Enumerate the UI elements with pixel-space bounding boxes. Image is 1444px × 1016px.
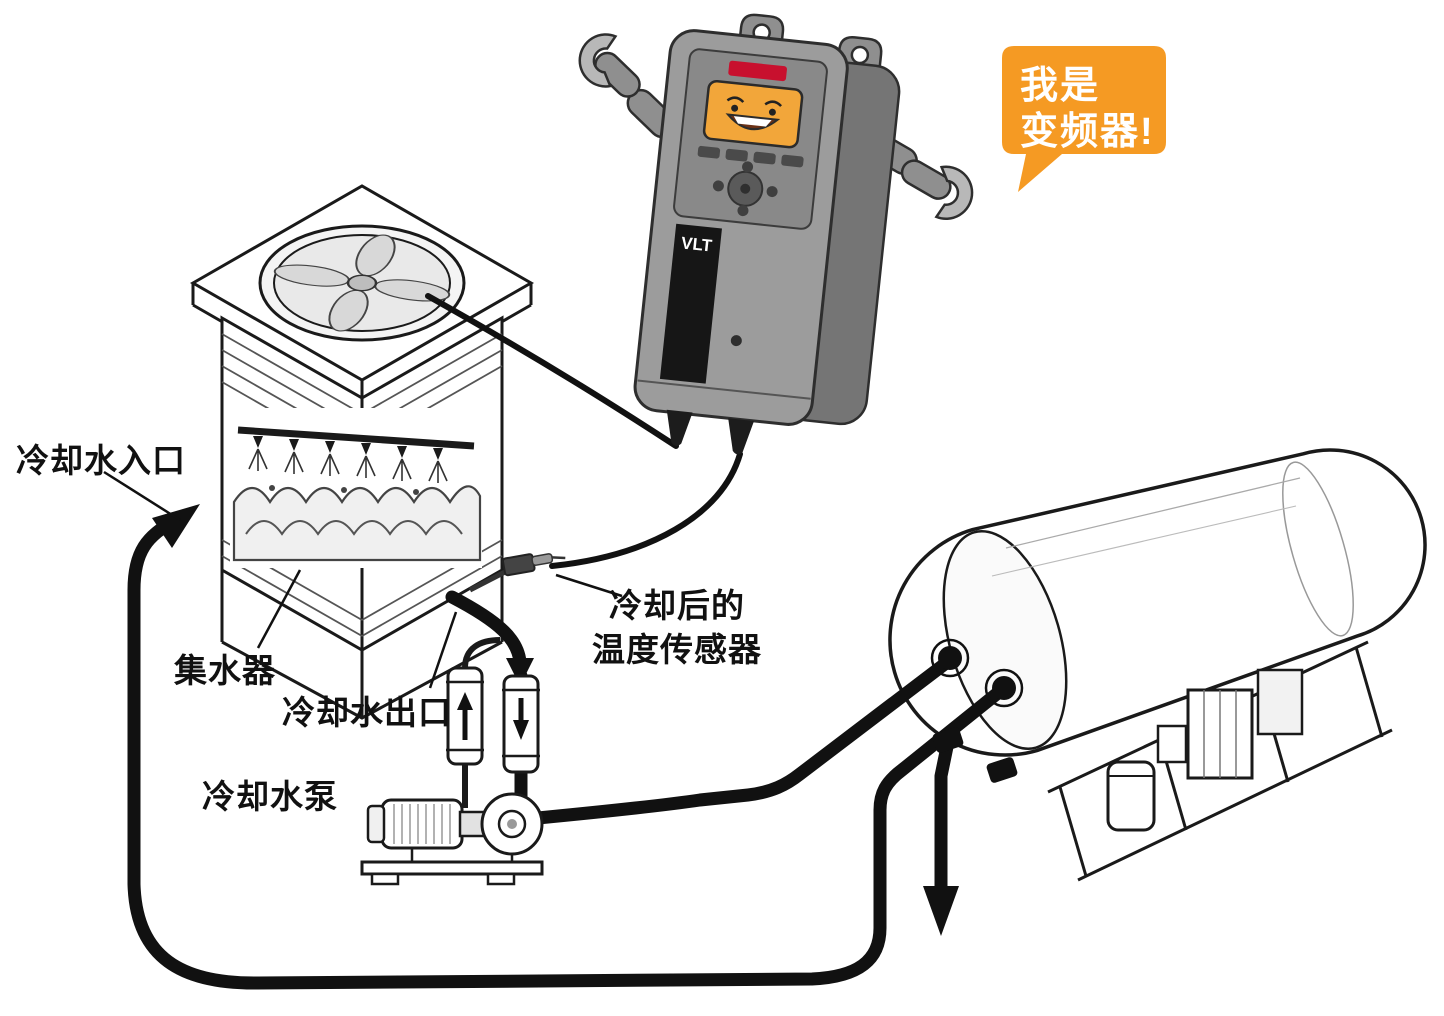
temperature-sensor-illustration — [468, 553, 566, 593]
chiller-ports — [930, 638, 1024, 783]
vfd-keypad — [697, 145, 804, 217]
vfd-left-foot — [666, 409, 693, 446]
cooling-tower-illustration — [189, 184, 535, 720]
water-collector-basin — [232, 485, 482, 562]
fan-icon — [258, 224, 466, 342]
label-cooling-water-outlet: 冷却水出口 — [282, 694, 452, 731]
check-valve-left — [446, 666, 484, 766]
speech-bubble — [1002, 46, 1166, 192]
speech-bubble-line2: 变频器! — [1020, 111, 1155, 153]
label-temp-sensor: 冷却后的 温度传感器 — [572, 584, 782, 671]
vfd-brand-strip — [659, 223, 722, 384]
pipe-tower-outlet-elbow — [445, 590, 527, 669]
vfd-screen-face — [702, 79, 804, 149]
cooling-water-pump-illustration — [360, 792, 544, 886]
label-pointer-lines — [103, 470, 623, 689]
pump-assembly-illustration — [360, 637, 544, 886]
left-claw-icon — [578, 33, 618, 88]
check-valve-right — [502, 674, 540, 774]
cable-vfd-to-fan — [425, 293, 679, 449]
label-temp-sensor-line1: 冷却后的 — [609, 587, 745, 624]
spray-nozzles — [248, 436, 448, 483]
vfd-right-foot — [728, 418, 755, 455]
flow-arrow-down-drain — [923, 886, 959, 936]
cable-vfd-to-sensor — [549, 451, 743, 569]
label-cooling-water-inlet: 冷却水入口 — [16, 442, 186, 479]
chiller-filter-cylinder — [1106, 760, 1156, 832]
label-temp-sensor-line2: 温度传感器 — [592, 630, 762, 668]
vfd-cables — [425, 293, 743, 569]
vfd-brand-label: VLT — [680, 233, 713, 255]
danfoss-logo — [728, 60, 787, 82]
pipe-drain — [934, 735, 955, 897]
speech-bubble-line1: 我是 — [1020, 65, 1101, 107]
spray-header-pipe — [237, 426, 475, 450]
pipe-chiller-to-tower-loop — [127, 513, 1011, 990]
flow-arrow-outlet-elbow — [506, 658, 534, 686]
right-claw-icon — [934, 165, 974, 220]
label-cooling-water-pump: 冷却水泵 — [202, 778, 338, 815]
chiller-illustration — [888, 448, 1427, 882]
flow-arrow-tower-inlet — [152, 504, 200, 548]
label-water-collector: 集水器 — [174, 652, 276, 689]
vfd-illustration: VLT — [578, 13, 974, 455]
pipe-pump-to-chiller — [531, 653, 957, 825]
